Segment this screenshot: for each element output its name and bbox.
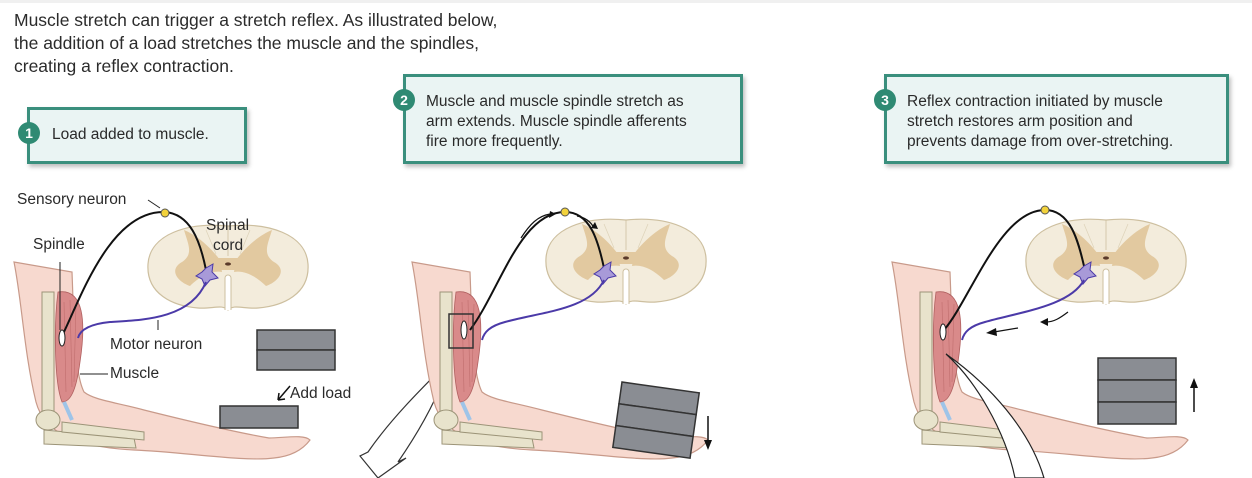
step-1-box: Load added to muscle. [27, 107, 247, 164]
step-2-text-line: arm extends. Muscle spindle afferents [426, 113, 687, 130]
intro-line: Muscle stretch can trigger a stretch ref… [14, 10, 498, 30]
step-2-text-line: fire more frequently. [426, 133, 563, 150]
step-2-text-line: Muscle and muscle spindle stretch as [426, 93, 684, 110]
label-spinal-cord-line2: cord [213, 237, 244, 254]
panel-2-illustration [410, 207, 712, 461]
top-strip [0, 0, 1252, 3]
step-2-badge: 2 [393, 89, 415, 111]
step-3-box: Reflex contraction initiated by muscle s… [884, 74, 1229, 164]
step-3-text-line: stretch restores arm position and [907, 113, 1133, 130]
intro-text: Muscle stretch can trigger a stretch ref… [14, 9, 614, 78]
label-motor-neuron: Motor neuron [110, 336, 203, 353]
step-1-badge: 1 [18, 122, 40, 144]
step-3-text-line: prevents damage from over-stretching. [907, 133, 1174, 150]
step-2-box: Muscle and muscle spindle stretch as arm… [403, 74, 743, 164]
label-muscle: Muscle [110, 365, 160, 382]
label-spinal-cord-line1: Spinal [206, 217, 250, 234]
panel-3-illustration [890, 205, 1198, 478]
intro-line: creating a reflex contraction. [14, 56, 234, 76]
label-spindle: Spindle [33, 236, 85, 253]
intro-line: the addition of a load stretches the mus… [14, 33, 480, 53]
step-3-text-line: Reflex contraction initiated by muscle [907, 93, 1163, 110]
step-3-badge: 3 [874, 89, 896, 111]
step-1-text: Load added to muscle. [52, 126, 209, 143]
label-sensory-neuron: Sensory neuron [17, 191, 127, 208]
label-add-load: Add load [290, 385, 352, 402]
panel-1-illustration [12, 199, 452, 478]
